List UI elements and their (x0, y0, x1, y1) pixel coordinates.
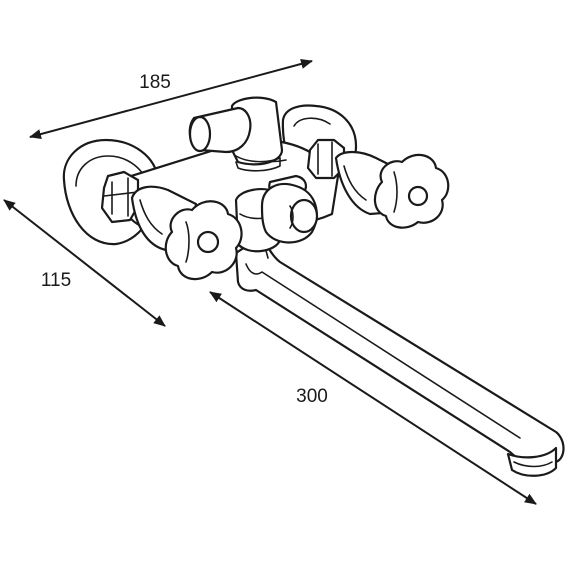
dimension-spout-label: 300 (296, 386, 328, 407)
shower-outlet-opening (188, 115, 212, 153)
diverter-knob (260, 174, 319, 244)
dimension-width-line (29, 59, 313, 139)
diverter-cap (289, 198, 319, 234)
dimension-depth-line (3, 199, 166, 327)
left-handle[interactable] (164, 200, 243, 281)
dimension-depth-label: 115 (41, 270, 71, 291)
dimension-spout: 300 (209, 291, 537, 505)
left-handle-cap (196, 230, 220, 254)
spout-aerator (506, 446, 558, 477)
dimension-width-label: 185 (139, 72, 171, 93)
shower-outlet (188, 96, 284, 172)
dimension-width: 185 (29, 59, 313, 139)
dimension-depth: 115 (3, 199, 166, 327)
right-handle[interactable] (373, 153, 450, 229)
right-handle-cap (407, 185, 429, 207)
spout (234, 234, 565, 477)
dimension-spout-line (209, 291, 537, 505)
